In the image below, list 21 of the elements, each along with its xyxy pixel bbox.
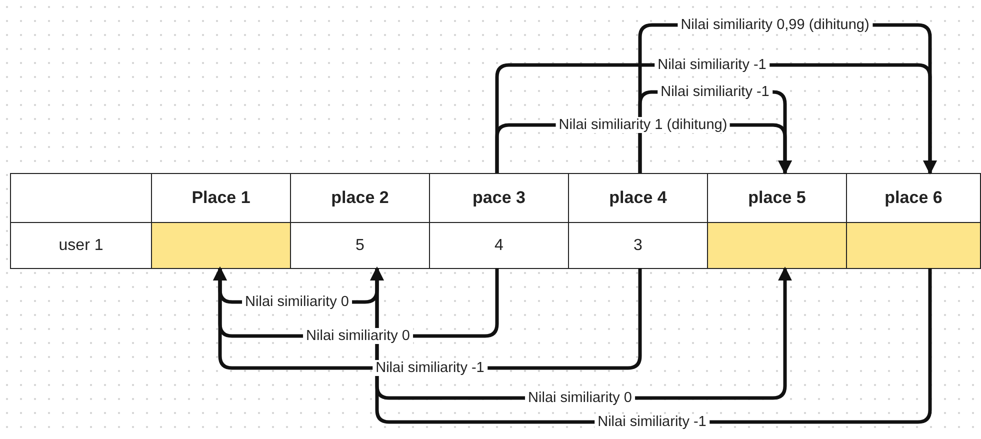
edge-label: Nilai similiarity -1 (372, 360, 488, 376)
column-header: Place 1 (192, 188, 250, 208)
column-header: place 5 (748, 188, 806, 208)
row-header: user 1 (58, 236, 104, 254)
edge-label: Nilai similiarity 0,99 (dihitung) (678, 17, 872, 33)
edge-label: Nilai similiarity -1 (658, 84, 772, 100)
edge-label: Nilai similiarity -1 (594, 414, 710, 430)
table-cell (10, 222, 152, 269)
edge-label: Nilai similiarity 0 (242, 294, 352, 310)
edge-label: Nilai similiarity 1 (dihitung) (556, 117, 730, 133)
column-header-cell (846, 173, 981, 223)
rating-value: 4 (494, 236, 504, 254)
rating-value: 5 (356, 236, 364, 254)
column-header: place 2 (331, 188, 389, 208)
edge-label: Nilai similiarity 0 (525, 390, 635, 406)
edge-label: Nilai similiarity 0 (303, 328, 413, 344)
edge-label: Nilai similiarity -1 (654, 57, 770, 73)
column-header: place 6 (884, 188, 942, 208)
column-header: place 4 (609, 188, 667, 208)
column-header: pace 3 (472, 188, 526, 208)
rating-value: 3 (634, 236, 642, 254)
